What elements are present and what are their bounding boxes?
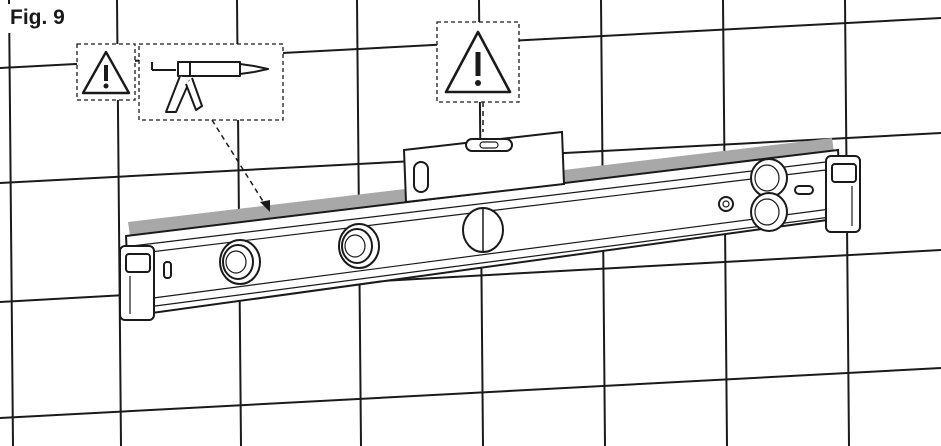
warning-center-box bbox=[436, 21, 520, 103]
warning-triangle-icon bbox=[81, 50, 131, 95]
figure-label: Fig. 9 bbox=[6, 4, 71, 34]
sealant-arrow bbox=[211, 119, 270, 212]
caulking-gun-box bbox=[138, 43, 284, 121]
right-end-cap bbox=[794, 155, 861, 233]
left-end-cap bbox=[119, 245, 172, 321]
warning-left-box bbox=[76, 43, 136, 101]
pipe-opening-1 bbox=[219, 239, 261, 285]
warning-triangle-icon bbox=[444, 30, 512, 94]
caulking-gun-icon bbox=[151, 61, 269, 113]
pipe-opening-3 bbox=[462, 207, 504, 253]
spirit-level bbox=[402, 130, 566, 204]
pipe-opening-4 bbox=[750, 158, 788, 232]
small-screw bbox=[718, 196, 734, 212]
pipe-opening-2 bbox=[338, 223, 380, 269]
